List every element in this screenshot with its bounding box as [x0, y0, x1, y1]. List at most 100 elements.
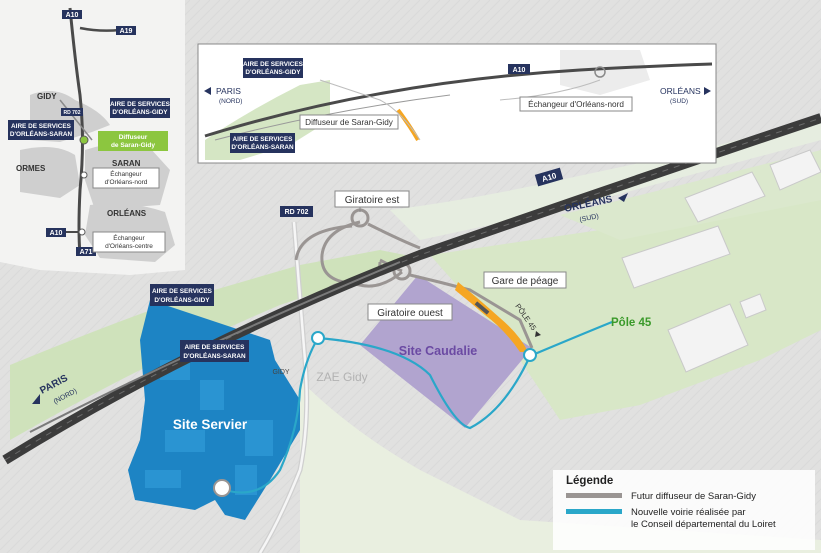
- rd702-shield: RD 702: [280, 206, 313, 217]
- inset-ech-nord-marker[interactable]: [80, 171, 88, 179]
- aire-saran-main-badge: [180, 340, 249, 362]
- a10-shield-text: A10: [541, 171, 558, 184]
- inset-aire-gidy-line2: D'ORLÉANS-GIDY: [112, 107, 168, 116]
- overview-orleans-sub: (SUD): [670, 98, 688, 105]
- gare-peage-label: Gare de péage: [492, 276, 559, 287]
- arrow-pole45-icon: [535, 331, 541, 337]
- overview-aire-gidy-line1: AIRE DE SERVICES: [243, 61, 304, 68]
- inset-a10-text: A10: [66, 12, 79, 19]
- inset-diffuseur-line2: de Saran-Gidy: [111, 142, 155, 149]
- green-field-south: [300, 380, 821, 553]
- gare-peage-box: [483, 271, 567, 289]
- inset-town-saran: SARAN: [112, 159, 141, 168]
- inset-town-gidy: GIDY: [37, 92, 57, 101]
- overview-aire-saran-line1: AIRE DE SERVICES: [233, 136, 294, 143]
- inset-aire-saran-line1: AIRE DE SERVICES: [11, 123, 72, 130]
- inset-a71-text: A71: [80, 249, 93, 256]
- toll-station[interactable]: [455, 282, 528, 352]
- roundabout-servier[interactable]: [213, 479, 231, 497]
- zae-gidy-label: ZAE Gidy: [316, 370, 367, 384]
- overview-arrow-east-icon: [704, 87, 711, 95]
- overview-a10: [204, 62, 713, 138]
- pole45-label[interactable]: Pôle 45: [611, 317, 652, 329]
- roundabout-pole45[interactable]: [523, 348, 537, 362]
- overview-service-road: [214, 94, 451, 141]
- overview-aire-gidy-badge: [243, 58, 303, 78]
- green-strip-east: [560, 150, 821, 240]
- inset-a10-shield: [62, 10, 82, 19]
- aire-gidy-main-line2: D'ORLÉANS-GIDY: [154, 295, 210, 304]
- legend-item-new-road-line1: Nouvelle voirie réalisée par: [631, 507, 746, 518]
- giratoire-est-box: [334, 190, 410, 208]
- aire-saran-main-line2: D'ORLÉANS-SARAN: [183, 351, 246, 360]
- new-road-loop: [317, 320, 613, 430]
- inset-a71-shield: [76, 247, 96, 256]
- overview-echangeur-box: [519, 96, 633, 112]
- inset-ech-centre-line2: d'Orléans-centre: [105, 243, 153, 250]
- overview-aire-gidy-line2: D'ORLÉANS-GIDY: [245, 67, 301, 76]
- roundabout-zae[interactable]: [311, 331, 325, 345]
- inset-a19-shield: [116, 26, 136, 35]
- buildings-east: [621, 149, 821, 373]
- overview-a10-shield: [508, 64, 530, 74]
- overview-inset[interactable]: AIRE DE SERVICES D'ORLÉANS-GIDY AIRE DE …: [197, 43, 717, 164]
- inset-aire-saran-badge: [8, 120, 74, 140]
- rd702-shield-text: RD 702: [285, 209, 309, 216]
- giratoire-ouest-box: [367, 303, 453, 321]
- overview-aire-saran-badge: [230, 133, 295, 153]
- legend-swatch-new-road: [566, 509, 622, 514]
- overview-paris-label: PARIS: [216, 86, 241, 96]
- inset-ech-centre-box: [92, 231, 166, 253]
- site-caudalie-label[interactable]: Site Caudalie: [399, 344, 478, 358]
- inset-urban-ormes: [20, 146, 80, 198]
- inset-diffuseur-marker[interactable]: [79, 135, 89, 145]
- inset-map[interactable]: A10 A19 RD 702 A10 A71 GIDY ORMES SARAN …: [0, 0, 185, 275]
- overview-a10-text: A10: [513, 67, 526, 74]
- giratoire-est-label: Giratoire est: [345, 195, 400, 206]
- legend-item-future: Futur diffuseur de Saran-Gidy: [631, 491, 756, 502]
- inset-rd702: [59, 99, 93, 141]
- overview-diffuseur-label: Diffuseur de Saran-Gidy: [305, 118, 394, 127]
- overview-local-road: [319, 79, 421, 141]
- inset-diffuseur-badge: [98, 131, 168, 151]
- arrow-west-icon: [32, 394, 40, 404]
- inset-rd702-shield: [61, 108, 83, 116]
- a10-shield: A10: [534, 167, 564, 187]
- legend: Légende Futur diffuseur de Saran-Gidy No…: [553, 470, 815, 550]
- orleans-sub-label: (SUD): [579, 213, 599, 224]
- overview-echangeur-label: Échangeur d'Orléans-nord: [528, 99, 624, 109]
- inset-ech-centre-line1: Échangeur: [113, 233, 145, 242]
- overview-aire-saran-line2: D'ORLÉANS-SARAN: [231, 142, 294, 151]
- inset-rd702-text: RD 702: [64, 110, 81, 116]
- inset-a19-text: A19: [120, 28, 133, 35]
- overview-arrow-west-icon: [204, 87, 211, 95]
- road-rd702-core: [258, 221, 308, 554]
- inset-ech-nord-line1: Échangeur: [110, 169, 142, 178]
- gidy-small-label: GIDY: [272, 369, 289, 376]
- inset-town-ormes: ORMES: [16, 164, 46, 173]
- overview-orleans-label: ORLÉANS: [660, 86, 701, 96]
- giratoire-ouest-label: Giratoire ouest: [377, 308, 443, 319]
- legend-swatch-future: [566, 493, 622, 498]
- inset-a10-lower-shield: [46, 228, 66, 237]
- new-road-south: [224, 337, 319, 494]
- toll-barrier: [474, 301, 490, 315]
- aire-gidy-main-line1: AIRE DE SERVICES: [152, 288, 213, 295]
- inset-town-orleans: ORLÉANS: [107, 209, 147, 218]
- overview-local-road2: [499, 79, 601, 101]
- inset-aire-saran-line2: D'ORLÉANS-SARAN: [10, 129, 73, 138]
- inset-ech-centre-marker[interactable]: [78, 228, 86, 236]
- site-servier-label[interactable]: Site Servier: [173, 417, 248, 432]
- inset-a10-lower-text: A10: [50, 230, 63, 237]
- inset-aire-gidy-line1: AIRE DE SERVICES: [110, 101, 171, 108]
- overview-paris-sub: (NORD): [219, 98, 242, 105]
- legend-item-new-road-line2: le Conseil départemental du Loiret: [631, 519, 776, 530]
- arrow-east-icon: [618, 193, 628, 202]
- aire-gidy-main-badge: [150, 284, 214, 306]
- overview-diffuseur-box: [299, 114, 399, 130]
- inset-diffuseur-line1: Diffuseur: [119, 134, 148, 141]
- inset-ech-nord-box: [92, 167, 160, 189]
- inset-aire-gidy-badge: [110, 98, 170, 118]
